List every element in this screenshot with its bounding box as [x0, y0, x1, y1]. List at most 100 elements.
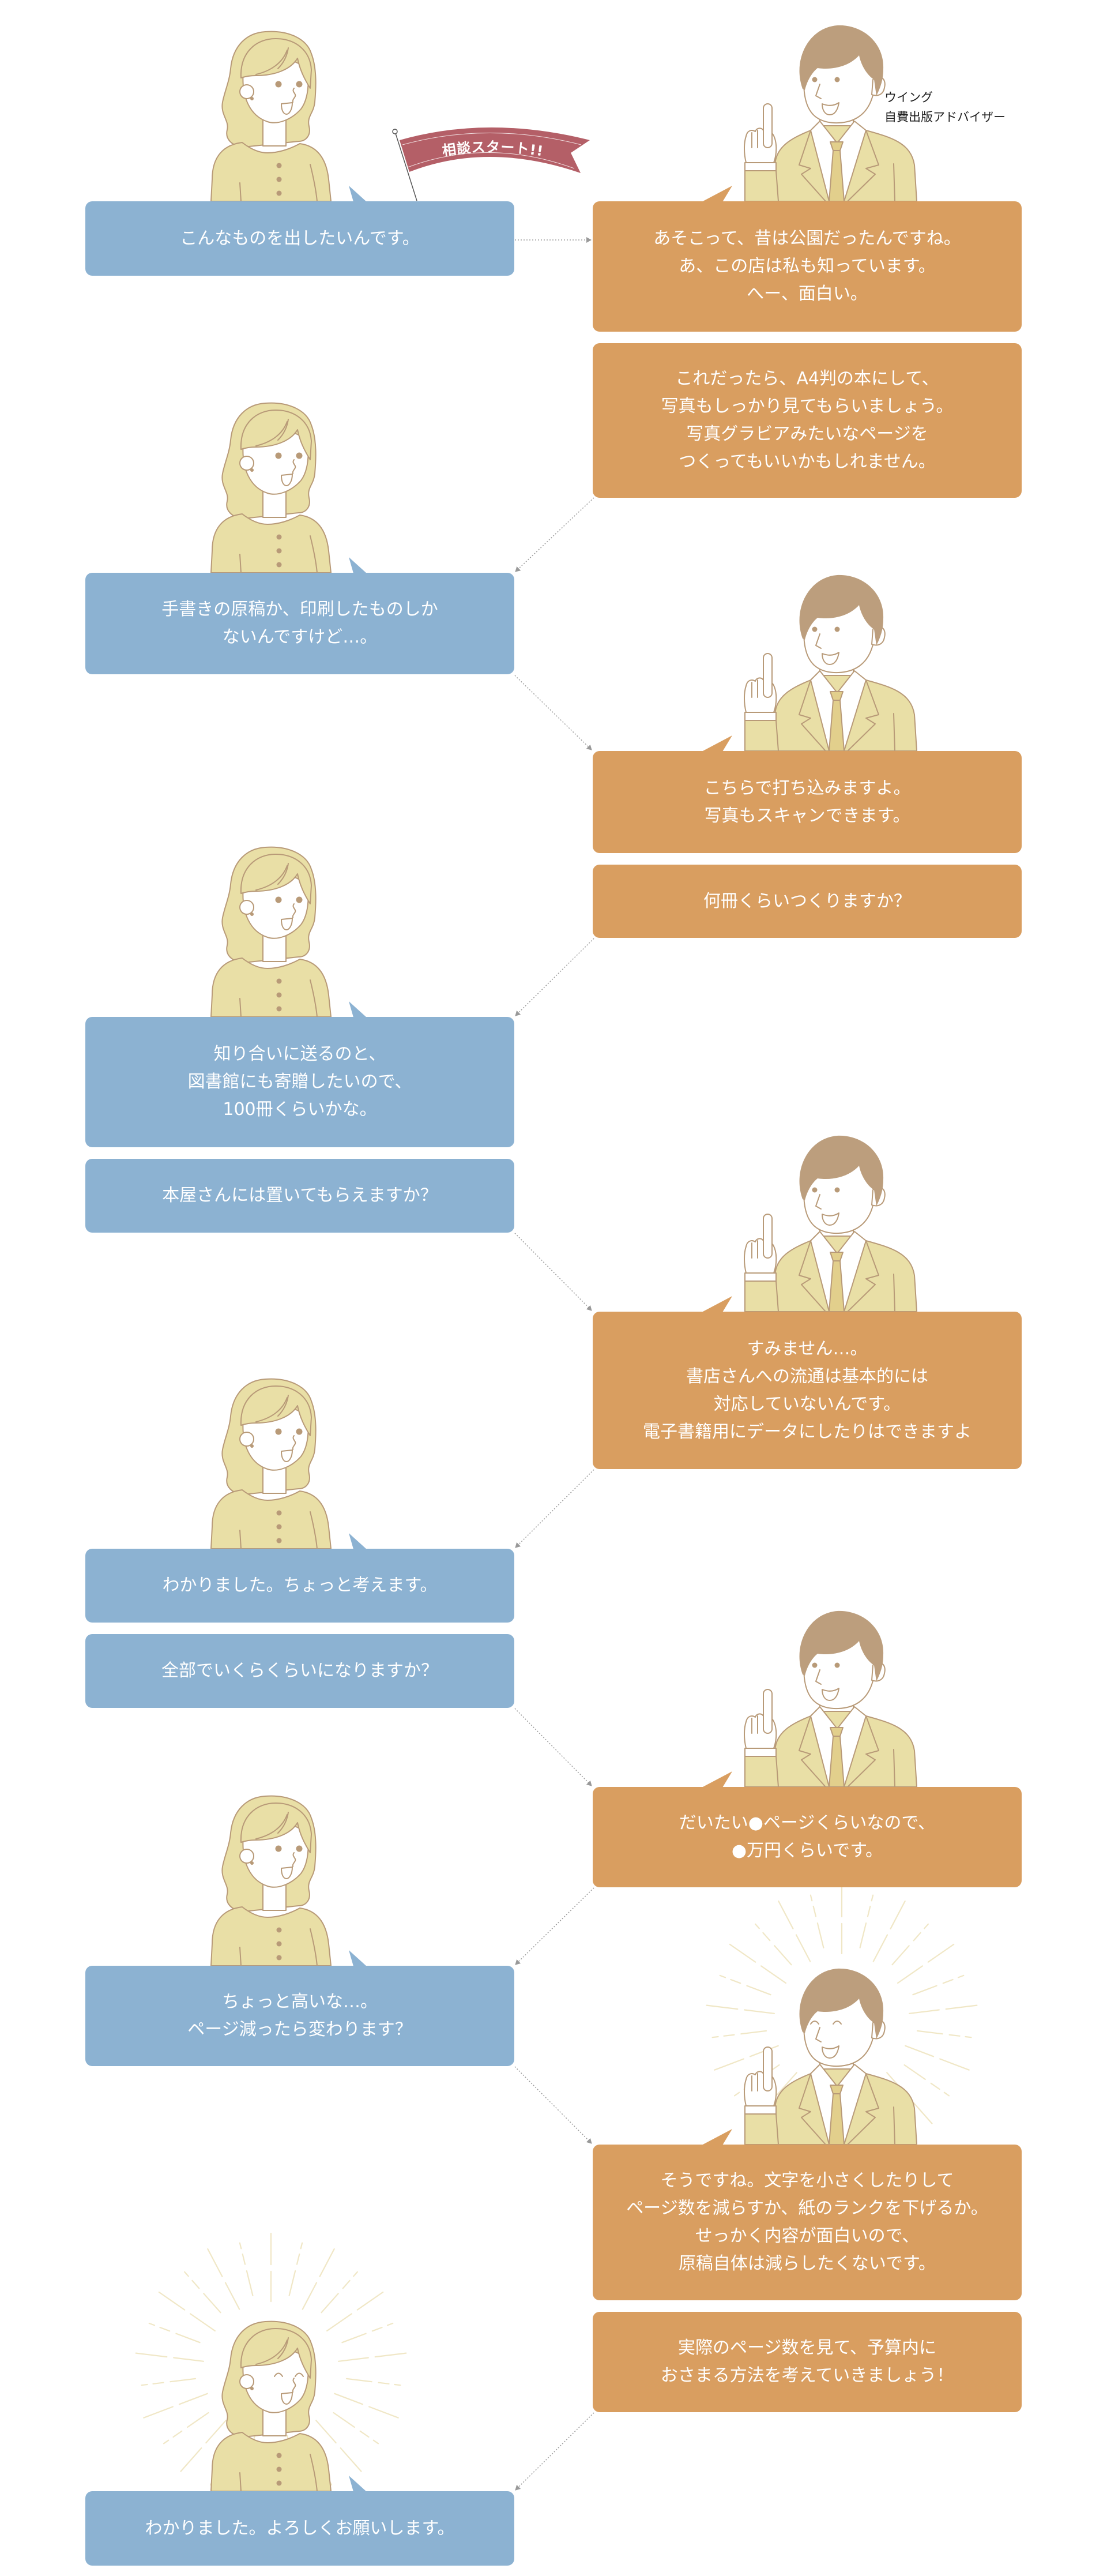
sparkle-ray	[302, 2282, 318, 2310]
bubble-line: 電子書籍用にデータにしたりはできますよ	[643, 1421, 972, 1442]
bubble-line: ●万円くらいです。	[731, 1841, 883, 1861]
sparkle-ray	[239, 2242, 242, 2250]
flow-arrow	[515, 938, 594, 1016]
advisor-title: 自費出版アドバイザー	[884, 110, 1006, 124]
speech-tail	[349, 2476, 367, 2492]
bubble-line: だいたい●ページくらいなので、	[679, 1813, 936, 1833]
bubble-line: 何冊くらいつくりますか？	[703, 891, 911, 911]
sparkle-ray	[809, 1894, 813, 1902]
sparkle-ray	[143, 2406, 174, 2419]
sparkle-ray	[816, 1922, 824, 1948]
flow-arrow	[515, 2412, 594, 2491]
sparkle-ray	[939, 2058, 970, 2071]
sparkle-ray	[342, 2280, 351, 2289]
sparkle-ray	[337, 2357, 369, 2362]
flow-arrow	[514, 1233, 592, 1311]
advisor-speech-bubble: こちらで打ち込みますよ。 写真もスキャンできます。	[593, 735, 1022, 853]
advisor-speech-bubble: すみません…。 書店さんへの流通は基本的には 対応していないんです。 電子書籍用…	[593, 1296, 1022, 1469]
bubble-line: ページ数を減らすか、紙のランクを下げるか。	[626, 2198, 988, 2218]
bubble-line: これだったら、A4判の本にして、	[675, 369, 939, 389]
sparkle-ray	[368, 2406, 399, 2419]
bubble-line: 手書きの原稿か、印刷したものしか	[161, 599, 438, 619]
speech-tail	[349, 1950, 367, 1966]
sparkle-ray	[173, 2357, 204, 2362]
sparkle-ray	[180, 2447, 202, 2472]
speech-tail	[349, 1533, 367, 1549]
sparkle-ray	[184, 2271, 189, 2277]
bubble-line: 原稿自体は減らしたくないです。	[678, 2254, 936, 2274]
bubble-line: 知り合いに送るのと、	[213, 1044, 386, 1064]
advisor-speech-bubble: これだったら、A4判の本にして、 写真もしっかり見てもらいましょう。 写真グラビ…	[593, 343, 1022, 498]
speech-tail	[349, 557, 367, 573]
sparkle-ray	[930, 2082, 940, 2090]
sparkle-ray	[187, 2412, 209, 2428]
advisor-name-label: ウイング 自費出版アドバイザー	[884, 88, 1006, 127]
sparkle-ray	[135, 2352, 168, 2358]
flow-arrow	[515, 497, 594, 572]
bubble-line: そうですね。文字を小さくしたりして	[660, 2171, 954, 2191]
bubble-line: すみません…。	[747, 1338, 868, 1359]
bubble-line: 100冊くらいかな。	[223, 1099, 377, 1120]
sparkle-ray	[148, 2322, 156, 2326]
sparkle-ray	[224, 2282, 240, 2310]
sparkle-ray	[319, 2248, 335, 2277]
sparkle-ray	[371, 2326, 383, 2332]
flag-trim-top	[402, 133, 582, 145]
sparkle-ray	[321, 2293, 339, 2314]
flow-arrow	[515, 1469, 594, 1548]
sparkle-ray	[957, 1974, 965, 1978]
client-illustration	[208, 28, 334, 201]
bubble-line: 実際のページ数を見て、予算内に	[678, 2338, 936, 2358]
sparkle-ray	[943, 2091, 950, 2097]
sparkle-ray	[158, 2291, 186, 2311]
sparkle-ray	[867, 1905, 871, 1917]
flow-arrow	[514, 2066, 592, 2144]
bubble-line: おさまる方法を考えていきましょう！	[660, 2365, 954, 2386]
advisor-speech-bubble: 実際のページ数を見て、予算内に おさまる方法を考えていきましょう！	[593, 2312, 1022, 2412]
bubble-line: ないんですけど…。	[222, 627, 378, 647]
speech-tail	[702, 735, 732, 752]
flow-arrow	[514, 1708, 592, 1786]
bubble-line: こちらで打ち込みますよ。	[703, 778, 911, 798]
sparkle-ray	[296, 2253, 300, 2265]
sparkle-ray	[891, 1945, 910, 1966]
sparkle-ray	[386, 2322, 394, 2326]
bubble-line: 写真もしっかり見てもらいましょう。	[661, 396, 954, 416]
sparkle-ray	[341, 2333, 367, 2344]
sparkle-ray	[924, 1923, 929, 1929]
sparkle-ray	[927, 1943, 955, 1963]
bubble-line: 全部でいくらくらいになりますか？	[161, 1661, 438, 1681]
advisor-speech-bubble: あそこって、昔は公園だったんですね。 あ、この店は私も知っています。 へー、面白…	[593, 186, 1022, 332]
sparkle-ray	[723, 2034, 735, 2037]
sparkle-ray	[913, 1932, 921, 1942]
sparkle-ray	[172, 2430, 183, 2438]
advisor-speech-bubble: だいたい●ページくらいなので、 ●万円くらいです。	[593, 1771, 1022, 1887]
bubble-line: 本屋さんには置いてもらえますか？	[162, 1185, 438, 1206]
sparkle-ray	[170, 2378, 197, 2383]
flag-pole-knob	[392, 129, 398, 134]
sparkle-ray	[871, 1894, 874, 1902]
sparkle-ray	[163, 2439, 170, 2444]
sparkle-ray	[859, 1922, 867, 1948]
speech-tail	[702, 1296, 732, 1312]
sparkle-ray	[359, 2430, 370, 2438]
advisor-company: ウイング	[884, 91, 933, 104]
client-speech-bubble: ちょっと高いな…。 ページ減ったら変わります？	[85, 1950, 514, 2066]
sparkle-ray	[152, 2382, 164, 2385]
sparkle-ray	[812, 1905, 817, 1917]
bubble-line: あ、この店は私も知っています。	[679, 256, 936, 276]
speech-tail	[349, 186, 367, 202]
bubble-line: せっかく内容が面白いので、	[695, 2226, 920, 2246]
client-illustration	[208, 1793, 334, 1966]
sparkle-ray	[948, 2034, 961, 2037]
bubble-line: つくってもいいかもしれません。	[679, 452, 936, 472]
flow-arrow	[515, 1887, 594, 1965]
sparkle-ray	[378, 2382, 390, 2385]
client-speech-bubble: 知り合いに送るのと、 図書館にも寄贈したいので、 100冊くらいかな。	[85, 1001, 514, 1147]
sparkle-ray	[372, 2439, 379, 2444]
sparkle-ray	[719, 1974, 726, 1978]
sparkle-ray	[356, 2291, 384, 2311]
sparkle-ray	[207, 2248, 223, 2277]
bubble-line: へー、面白い。	[747, 284, 868, 304]
